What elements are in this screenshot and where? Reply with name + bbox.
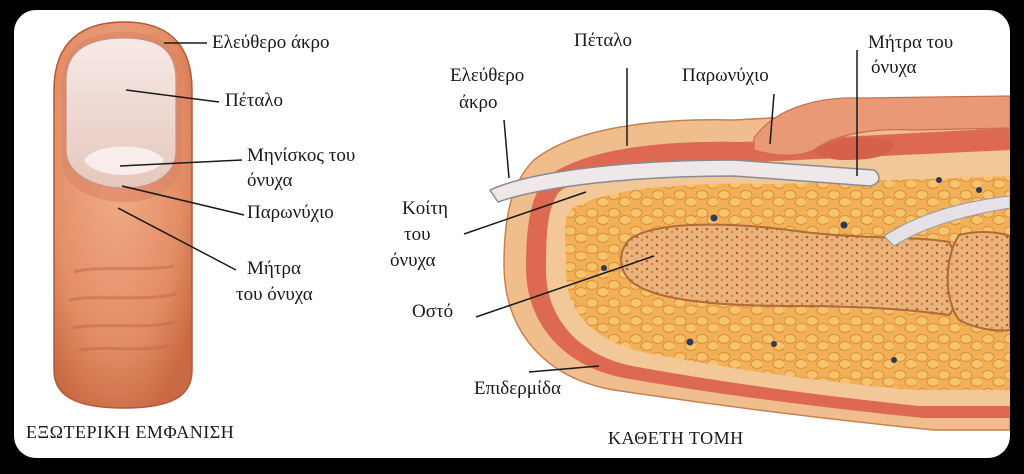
label-free-edge-right-line1: Ελεύθερο	[450, 65, 525, 86]
label-cuticle-left: Παρωνύχιο	[247, 202, 334, 223]
label-bone: Οστό	[412, 301, 454, 322]
label-cuticle-right: Παρωνύχιο	[682, 65, 769, 86]
label-nail-bed-line1: Κοίτη	[402, 198, 448, 219]
nail-cross-section	[463, 50, 1010, 431]
nail-anatomy-illustration	[53, 21, 1010, 431]
label-nail-bed-line2: του	[404, 224, 431, 245]
label-nail-bed-line3: όνυχα	[390, 250, 436, 271]
label-nail-plate-right: Πέταλο	[574, 30, 633, 51]
label-matrix-left-line1: Μήτρα	[247, 258, 301, 279]
caption-external-view: ΕΞΩΤΕΡΙΚΗ ΕΜΦΑΝΙΣΗ	[26, 422, 235, 442]
label-matrix-right-line2: όνυχα	[871, 57, 917, 78]
caption-vertical-section: ΚΑΘΕΤΗ ΤΟΜΗ	[608, 428, 744, 448]
label-lunula-line2: όνυχα	[247, 170, 293, 191]
diagram-panel: Ελεύθερο άκρο Πέταλο Μηνίσκος του όνυχα …	[14, 10, 1010, 458]
label-lunula-line1: Μηνίσκος του	[247, 145, 356, 166]
label-nail-plate-left: Πέταλο	[225, 90, 284, 111]
label-epidermis: Επιδερμίδα	[474, 378, 561, 399]
finger-exterior	[53, 21, 245, 409]
label-matrix-left-line2: του όνυχα	[236, 284, 313, 305]
label-free-edge-left: Ελεύθερο άκρο	[212, 32, 330, 53]
label-free-edge-right-line2: άκρο	[459, 92, 498, 113]
label-matrix-right-line1: Μήτρα του	[868, 32, 954, 53]
